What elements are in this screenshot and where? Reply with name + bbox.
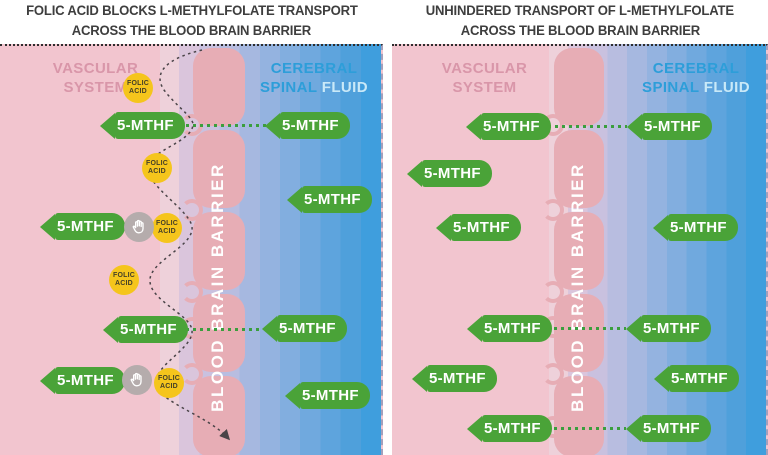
panel-unhindered-transport: UNHINDERED TRANSPORT OF L-METHYLFOLATE A… (392, 0, 768, 455)
mthf-arrow-tip (407, 160, 422, 187)
mthf-arrow-tip (467, 315, 482, 342)
cerebral-word: CEREBRAL (270, 60, 358, 77)
mthf-arrow-tip (466, 113, 481, 140)
mthf-arrow-tip (100, 112, 115, 139)
diagram-blocked: VASCULAR SYSTEM CEREBRAL SPINAL FLUID BL… (0, 44, 383, 455)
title-line-1: UNHINDERED TRANSPORT OF L-METHYLFOLATE (425, 3, 735, 19)
barrier-segment (554, 212, 604, 290)
blocked-hand-icon (124, 212, 154, 242)
mthf-molecule: 5-MTHF (466, 113, 551, 140)
barrier-segment (554, 294, 604, 372)
receptor-icon (542, 281, 564, 303)
mthf-molecule: 5-MTHF (407, 160, 492, 187)
mthf-molecule: 5-MTHF (287, 186, 372, 213)
mthf-molecule: 5-MTHF (103, 316, 188, 343)
mthf-molecule: 5-MTHF (100, 112, 185, 139)
folic-acid-molecule: FOLIC ACID (109, 265, 139, 295)
diagram-unhindered: VASCULAR SYSTEM CEREBRAL SPINAL FLUID BL… (392, 44, 768, 455)
receptor-icon (542, 199, 564, 221)
barrier-segment (554, 48, 604, 126)
mthf-molecule: 5-MTHF (40, 213, 125, 240)
vascular-system-label: VASCULAR SYSTEM (52, 60, 139, 96)
transport-dotted-line (186, 328, 262, 331)
barrier-segment (193, 376, 245, 455)
vascular-system-label: VASCULAR SYSTEM (441, 60, 528, 96)
mthf-arrow-tip (436, 214, 451, 241)
barrier-segment (554, 376, 604, 455)
transport-dotted-line (186, 124, 266, 127)
mthf-arrow-tip (40, 213, 55, 240)
mthf-molecule: 5-MTHF (412, 365, 497, 392)
mthf-arrow-tip (653, 214, 668, 241)
mthf-molecule: 5-MTHF (262, 315, 347, 342)
blood-brain-barrier-label: BLOOD BRAIN BARRIER (568, 162, 587, 412)
mthf-arrow-tip (262, 315, 277, 342)
barrier-segment (193, 48, 245, 126)
transport-dotted-line (540, 327, 626, 330)
mthf-arrow-tip (467, 415, 482, 442)
cerebral-word: CEREBRAL (652, 60, 740, 77)
mthf-arrow-tip (626, 415, 641, 442)
mthf-molecule: 5-MTHF (627, 113, 712, 140)
receptor-icon (542, 363, 564, 385)
receptor-icon (181, 281, 203, 303)
receptor-icon (181, 363, 203, 385)
barrier-segment (554, 130, 604, 208)
fluid-word: FLUID (703, 78, 750, 96)
transport-dotted-line (548, 125, 627, 128)
title-line-2: ACROSS THE BLOOD BRAIN BARRIER (460, 23, 700, 38)
folic-acid-molecule: FOLIC ACID (152, 213, 182, 243)
mthf-arrow-tip (265, 112, 280, 139)
spinal-word: SPINAL (260, 78, 318, 96)
title-line-2: ACROSS THE BLOOD BRAIN BARRIER (71, 23, 312, 38)
mthf-molecule: 5-MTHF (653, 214, 738, 241)
panel-title: FOLIC ACID BLOCKS L-METHYLFOLATE TRANSPO… (0, 0, 383, 42)
mthf-molecule: 5-MTHF (626, 415, 711, 442)
mthf-molecule: 5-MTHF (467, 315, 552, 342)
mthf-arrow-tip (287, 186, 302, 213)
mthf-molecule: 5-MTHF (436, 214, 521, 241)
folic-acid-molecule: FOLIC ACID (142, 153, 172, 183)
mthf-molecule: 5-MTHF (285, 382, 370, 409)
mthf-arrow-tip (412, 365, 427, 392)
fluid-word: FLUID (321, 78, 368, 96)
mthf-molecule: 5-MTHF (265, 112, 350, 139)
panel-title: UNHINDERED TRANSPORT OF L-METHYLFOLATE A… (392, 0, 768, 42)
mthf-arrow-tip (40, 367, 55, 394)
blocked-hand-icon (122, 365, 152, 395)
cerebral-spinal-fluid-label: CEREBRAL SPINAL FLUID (632, 60, 760, 98)
receptor-icon (181, 199, 203, 221)
title-line-1: FOLIC ACID BLOCKS L-METHYLFOLATE TRANSPO… (25, 3, 358, 19)
panel-blocked-transport: FOLIC ACID BLOCKS L-METHYLFOLATE TRANSPO… (0, 0, 383, 455)
mthf-molecule: 5-MTHF (467, 415, 552, 442)
barrier-segment (193, 212, 245, 290)
cerebral-spinal-fluid-label: CEREBRAL SPINAL FLUID (250, 60, 378, 98)
mthf-arrow-tip (285, 382, 300, 409)
folic-acid-molecule: FOLIC ACID (123, 73, 153, 103)
mthf-molecule: 5-MTHF (626, 315, 711, 342)
spinal-word: SPINAL (642, 78, 700, 96)
folic-acid-molecule: FOLIC ACID (154, 368, 184, 398)
mthf-arrow-tip (626, 315, 641, 342)
mthf-arrow-tip (103, 316, 118, 343)
mthf-arrow-tip (627, 113, 642, 140)
barrier-segment (193, 130, 245, 208)
mthf-molecule: 5-MTHF (40, 367, 125, 394)
transport-dotted-line (540, 427, 626, 430)
mthf-arrow-tip (654, 365, 669, 392)
mthf-molecule: 5-MTHF (654, 365, 739, 392)
